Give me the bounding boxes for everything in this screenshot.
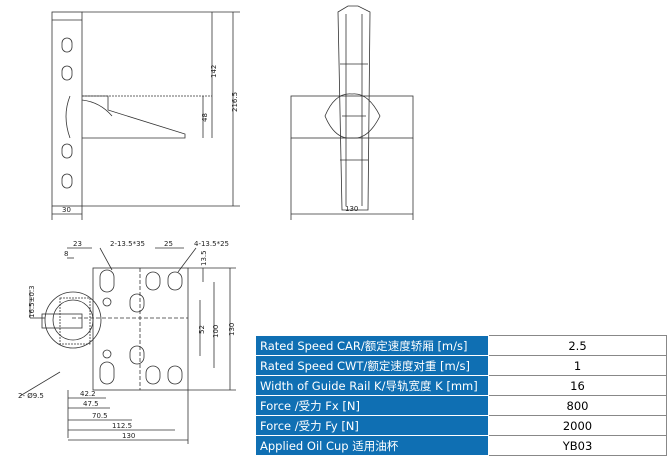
spec-row: Force /受力 Fy [N]2000 — [255, 415, 667, 436]
slot-label-a: 2-13.5*35 — [110, 240, 145, 248]
dim-13-5: 13.5 — [200, 250, 208, 266]
spec-value: 800 — [488, 395, 667, 416]
dim-112-5: 112.5 — [112, 422, 132, 430]
spec-table: Rated Speed CAR/额定速度轿厢 [m/s]2.5 Rated Sp… — [255, 335, 667, 456]
dim-142: 142 — [210, 65, 218, 78]
spec-row: Rated Speed CAR/额定速度轿厢 [m/s]2.5 — [255, 335, 667, 356]
spec-row: Width of Guide Rail K/导轨宽度 K [mm]16 — [255, 375, 667, 396]
spec-label: Rated Speed CAR/额定速度轿厢 [m/s] — [255, 335, 489, 356]
dim-8: 8 — [64, 250, 68, 258]
dim-100: 100 — [212, 325, 220, 338]
dim-48: 48 — [201, 113, 209, 122]
spec-label: Width of Guide Rail K/导轨宽度 K [mm] — [255, 375, 489, 396]
plan-view — [19, 247, 236, 444]
slot-label-b: 4-13.5*25 — [194, 240, 229, 248]
front-view — [290, 5, 414, 220]
side-view — [51, 11, 240, 220]
dim-30: 30 — [62, 206, 71, 214]
dim-25: 25 — [164, 240, 173, 248]
spec-value: YB03 — [488, 435, 667, 456]
spec-label: Applied Oil Cup 适用油杯 — [255, 435, 489, 456]
spec-label: Force /受力 Fx [N] — [255, 395, 489, 416]
spec-row: Rated Speed CWT/额定速度对重 [m/s]1 — [255, 355, 667, 376]
dim-130-plan-v: 130 — [228, 323, 236, 336]
hole-label: 2- Ø9.5 — [18, 392, 44, 400]
dim-130-plan-h: 130 — [122, 432, 135, 440]
dim-130-front: 130 — [345, 205, 358, 213]
spec-value: 2.5 — [488, 335, 667, 356]
dim-23: 23 — [73, 240, 82, 248]
spec-value: 1 — [488, 355, 667, 376]
dim-216-5: 216.5 — [231, 92, 239, 112]
spec-row: Force /受力 Fx [N]800 — [255, 395, 667, 416]
tol-16-5: 16.5±0.3 — [28, 285, 36, 318]
spec-label: Rated Speed CWT/额定速度对重 [m/s] — [255, 355, 489, 376]
dim-70-5: 70.5 — [92, 412, 108, 420]
spec-value: 2000 — [488, 415, 667, 436]
spec-label: Force /受力 Fy [N] — [255, 415, 489, 436]
spec-value: 16 — [488, 375, 667, 396]
dim-52: 52 — [198, 325, 206, 334]
dim-47-5: 47.5 — [83, 400, 99, 408]
dim-42-2: 42.2 — [80, 390, 96, 398]
